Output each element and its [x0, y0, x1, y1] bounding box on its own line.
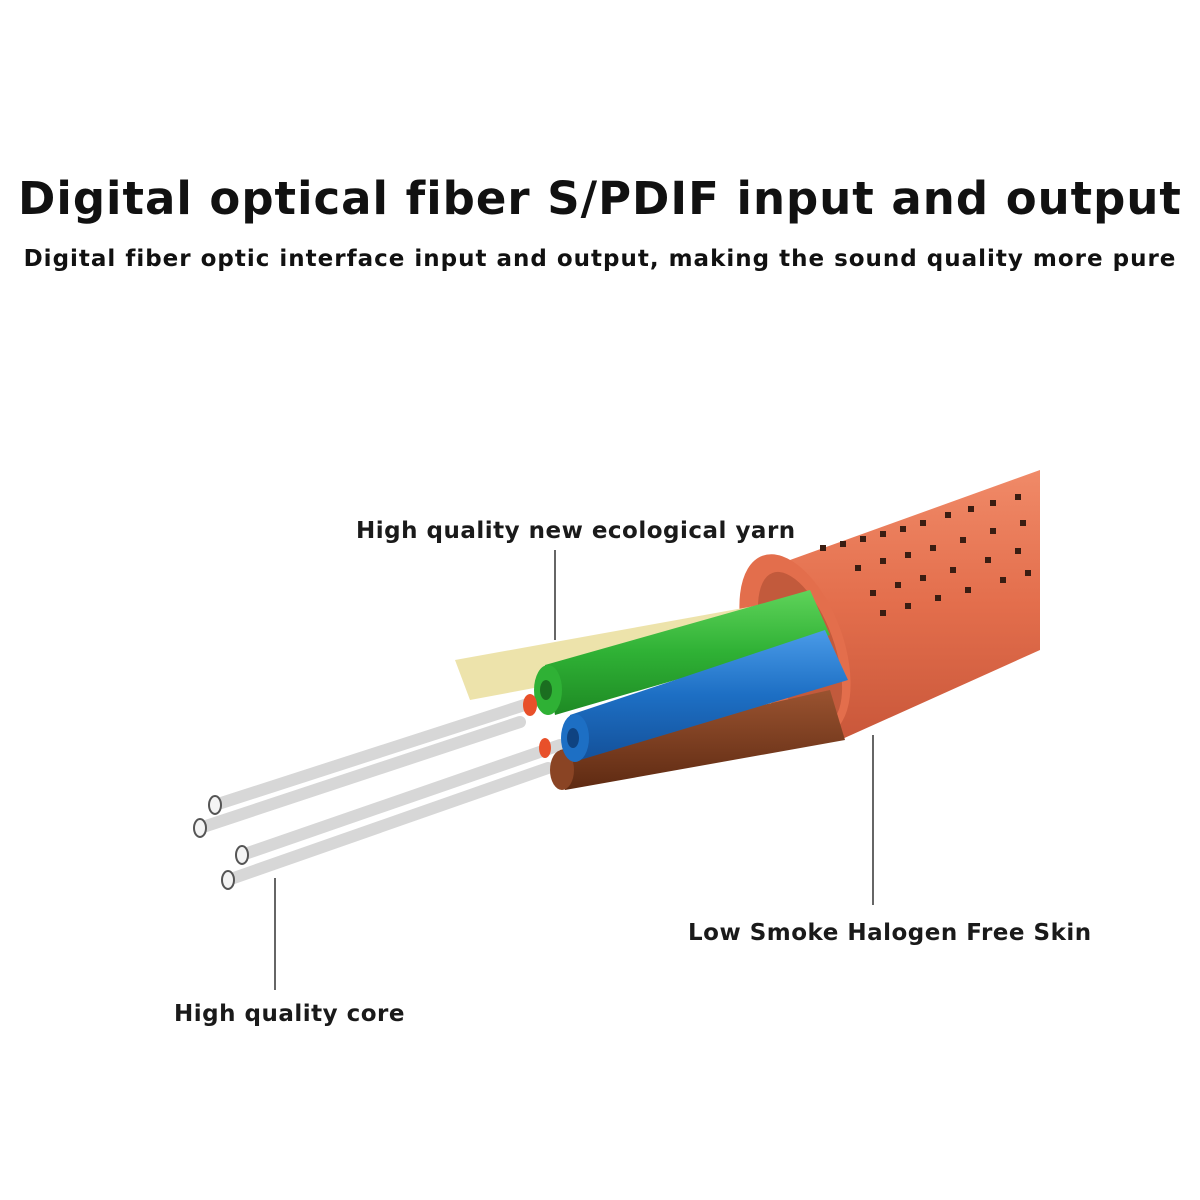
- yarn-label: High quality new ecological yarn: [356, 518, 796, 544]
- jacket-print-dots: [820, 494, 1031, 616]
- blue-buffer-tube: [561, 630, 848, 762]
- clear-fiber-cores: [194, 694, 566, 886]
- page-title: Digital optical fiber S/PDIF input and o…: [18, 172, 1182, 225]
- skin-label: Low Smoke Halogen Free Skin: [688, 920, 1092, 946]
- brown-buffer-tube: [550, 690, 845, 790]
- callout-lines: [274, 550, 874, 990]
- green-buffer-tube: [534, 590, 830, 715]
- page-subtitle: Digital fiber optic interface input and …: [23, 246, 1177, 272]
- core-label: High quality core: [174, 1001, 405, 1027]
- orange-fiber-tips: [523, 694, 551, 758]
